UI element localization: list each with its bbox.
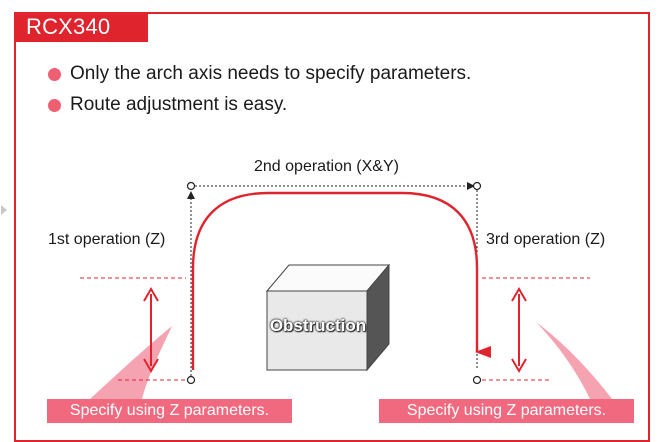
- callout-left: Specify using Z parameters.: [47, 399, 292, 423]
- bullet-text: Route adjustment is easy.: [70, 94, 288, 115]
- bullet-dot-icon: [48, 98, 61, 112]
- obstruction-label: Obstruction: [269, 316, 367, 335]
- arch-motion-path: [191, 191, 491, 370]
- obstruction-cube: [265, 263, 391, 372]
- second-operation-label: 2nd operation (X&Y): [254, 158, 399, 175]
- callout-pointer-left: [90, 326, 172, 399]
- bullet-dot-icon: [48, 67, 61, 81]
- side-arrow-icon: [1, 205, 7, 215]
- callout-pointer-right: [536, 322, 612, 399]
- left-z-range: [80, 277, 186, 381]
- right-z-range: [482, 277, 590, 381]
- bullet-text: Only the arch axis needs to specify para…: [70, 63, 472, 84]
- first-operation-label: 1st operation (Z): [48, 231, 166, 248]
- panel-title: RCX340: [14, 12, 148, 42]
- third-operation-label: 3rd operation (Z): [486, 231, 606, 248]
- bullet-item-1: Only the arch axis needs to specify para…: [48, 63, 471, 85]
- callout-right: Specify using Z parameters.: [379, 399, 634, 423]
- bullet-item-2: Route adjustment is easy.: [48, 94, 287, 116]
